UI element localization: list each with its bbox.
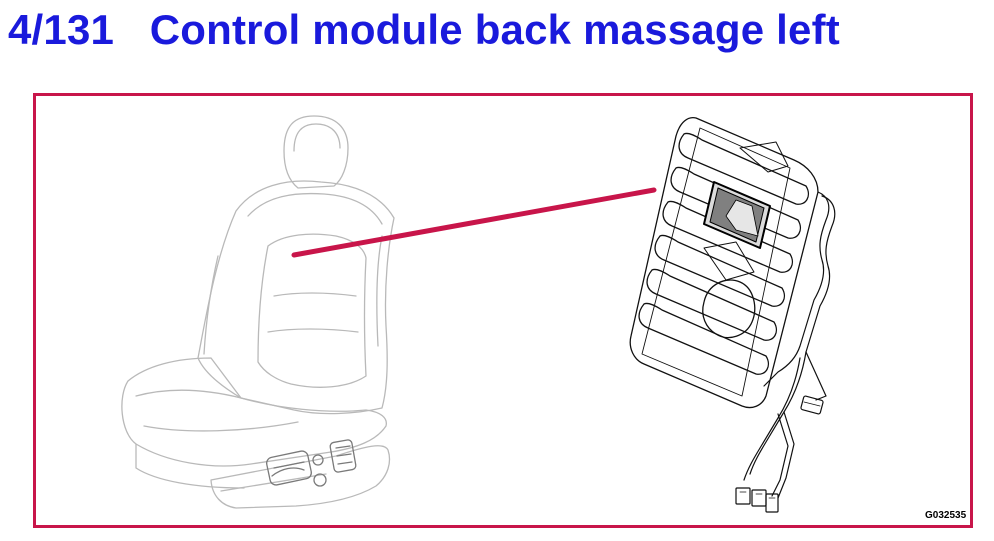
seat-side-panel bbox=[210, 445, 391, 509]
illustration bbox=[121, 115, 836, 513]
massage-mat bbox=[629, 116, 836, 513]
cable-harness bbox=[743, 191, 836, 499]
control-module bbox=[703, 181, 771, 249]
section-number: 4/131 bbox=[8, 6, 115, 53]
figure-frame: G032535 bbox=[33, 93, 973, 528]
figure-code: G032535 bbox=[925, 510, 967, 521]
leader-line bbox=[291, 187, 657, 258]
cable-connectors bbox=[735, 395, 824, 513]
seat-back-cushion bbox=[257, 233, 367, 388]
seat-cushion bbox=[121, 357, 387, 467]
page-title: 4/131 Control module back massage left bbox=[8, 4, 840, 56]
massage-bladders bbox=[638, 132, 810, 375]
seat-illustration bbox=[121, 115, 395, 509]
title-text: Control module back massage left bbox=[149, 6, 840, 53]
seat-headrest bbox=[283, 115, 349, 189]
seat-adjust-controls bbox=[266, 439, 357, 487]
round-bladder bbox=[702, 279, 756, 339]
